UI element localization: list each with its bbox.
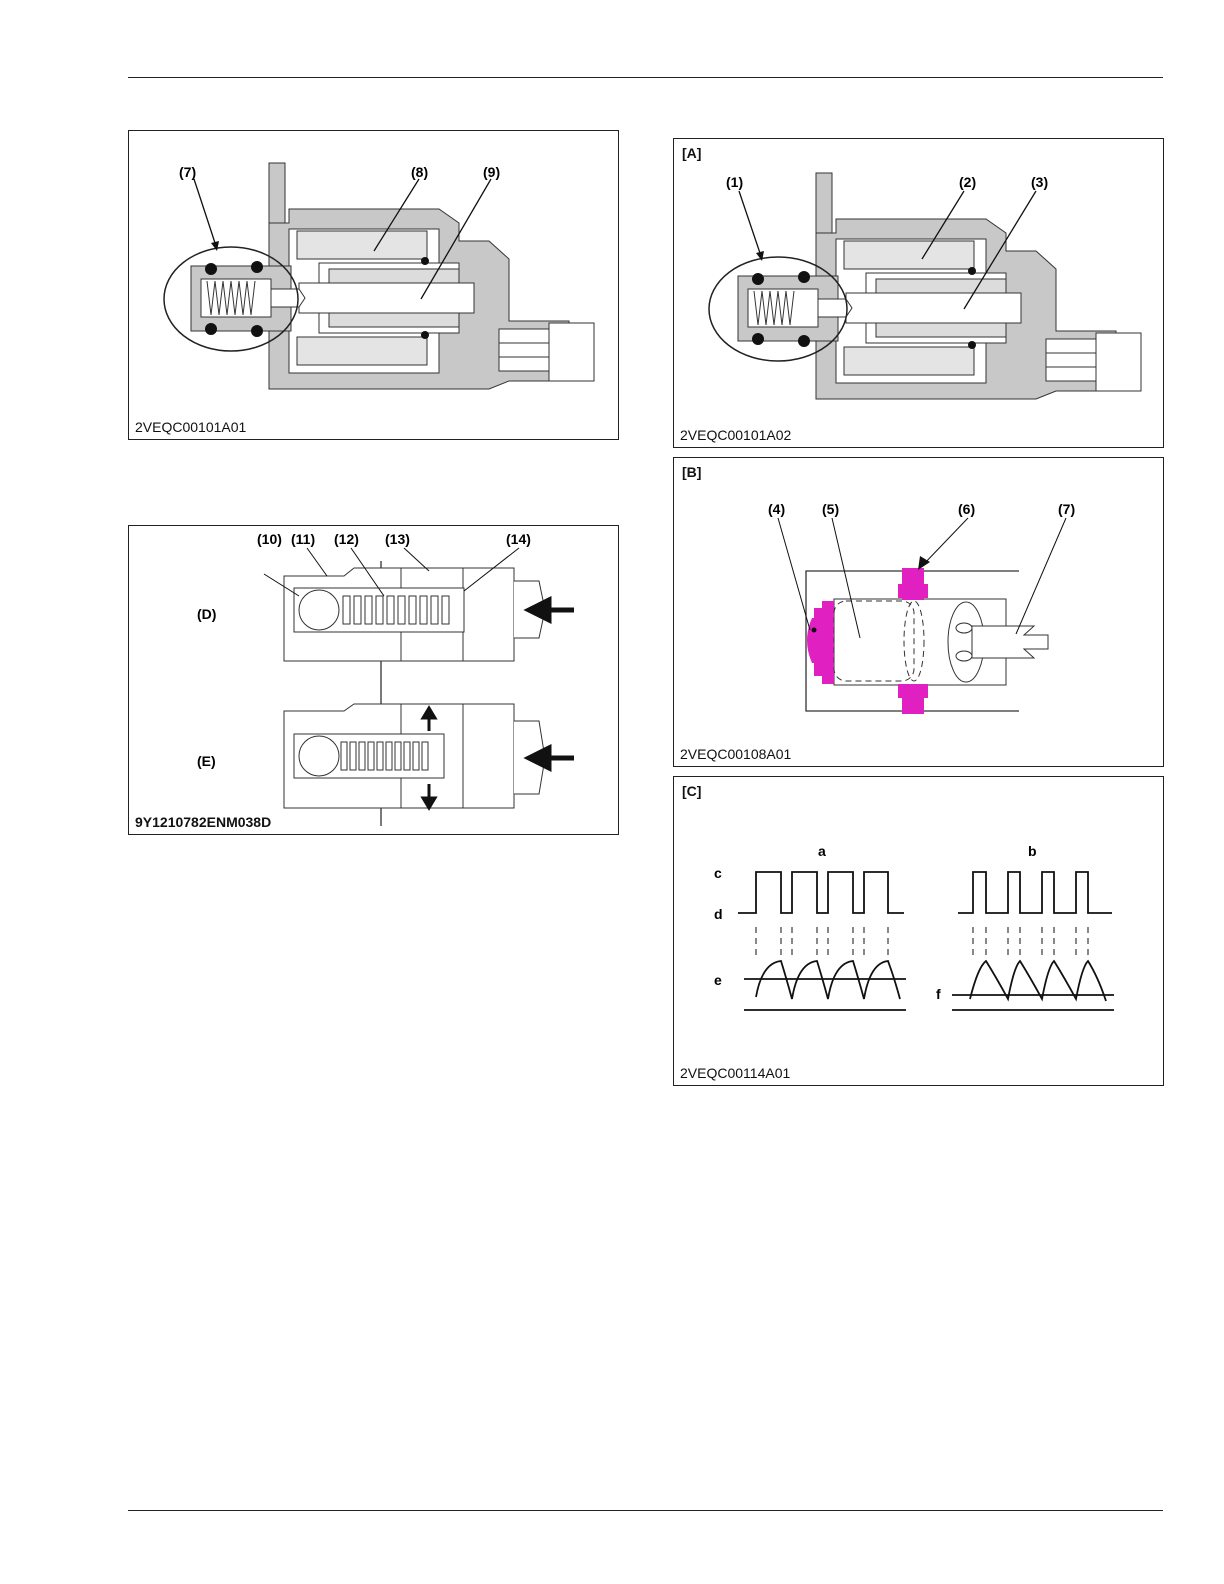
figure-code-1: 2VEQC00101A01 [135, 419, 246, 435]
figure-a-solenoid-section: [A] (1) (2) (3) 2VEQC00101A02 [673, 138, 1164, 448]
callout-13: (13) [385, 531, 410, 547]
check-valve-drawing: (10) (11) (12) (13) (14) (D) (E) [129, 526, 620, 836]
callout-14: (14) [506, 531, 531, 547]
waveform-label-a: a [818, 843, 826, 859]
callout-7b: (7) [1058, 501, 1075, 517]
callout-12: (12) [334, 531, 359, 547]
waveform-label-b: b [1028, 843, 1037, 859]
callout-11: (11) [291, 531, 315, 547]
callout-5: (5) [822, 501, 839, 517]
figure-c-pwm-waveforms: [C] a b c d e f 2VEQC00114A01 [673, 776, 1164, 1086]
figure-b-code: 2VEQC00108A01 [680, 746, 791, 762]
callout-4: (4) [768, 501, 785, 517]
callout-3: (3) [1031, 174, 1048, 190]
solenoid-section-drawing-1: (7) (8) (9) [129, 131, 620, 441]
callout-9: (9) [483, 164, 500, 180]
solenoid-section-drawing-2: (1) (2) (3) [674, 139, 1165, 449]
footer-rule [128, 1510, 1163, 1511]
waveform-label-f: f [936, 986, 941, 1002]
callout-6: (6) [958, 501, 975, 517]
state-e-label: (E) [197, 753, 216, 769]
figure-b-solenoid-schematic: [B] (4) (5) (6) (7) 2VEQC00108A01 [673, 457, 1164, 767]
header-rule [128, 77, 1163, 78]
callout-8: (8) [411, 164, 428, 180]
figure-solenoid-section-1: (7) (8) (9) 2VEQC00101A01 [128, 130, 619, 440]
waveform-label-c: c [714, 865, 722, 881]
state-d-label: (D) [197, 606, 216, 622]
pwm-waveform-drawing: a b c d e f [674, 777, 1165, 1087]
callout-10: (10) [257, 531, 282, 547]
figure-check-valve: (10) (11) (12) (13) (14) (D) (E) [128, 525, 619, 835]
callout-7: (7) [179, 164, 196, 180]
figure-a-code: 2VEQC00101A02 [680, 427, 791, 443]
figure-c-code: 2VEQC00114A01 [680, 1065, 790, 1081]
solenoid-schematic-drawing: (4) (5) (6) (7) [674, 458, 1165, 768]
figure-code-2: 9Y1210782ENM038D [135, 814, 271, 830]
callout-1: (1) [726, 174, 743, 190]
callout-2: (2) [959, 174, 976, 190]
waveform-label-d: d [714, 906, 723, 922]
waveform-label-e: e [714, 972, 722, 988]
